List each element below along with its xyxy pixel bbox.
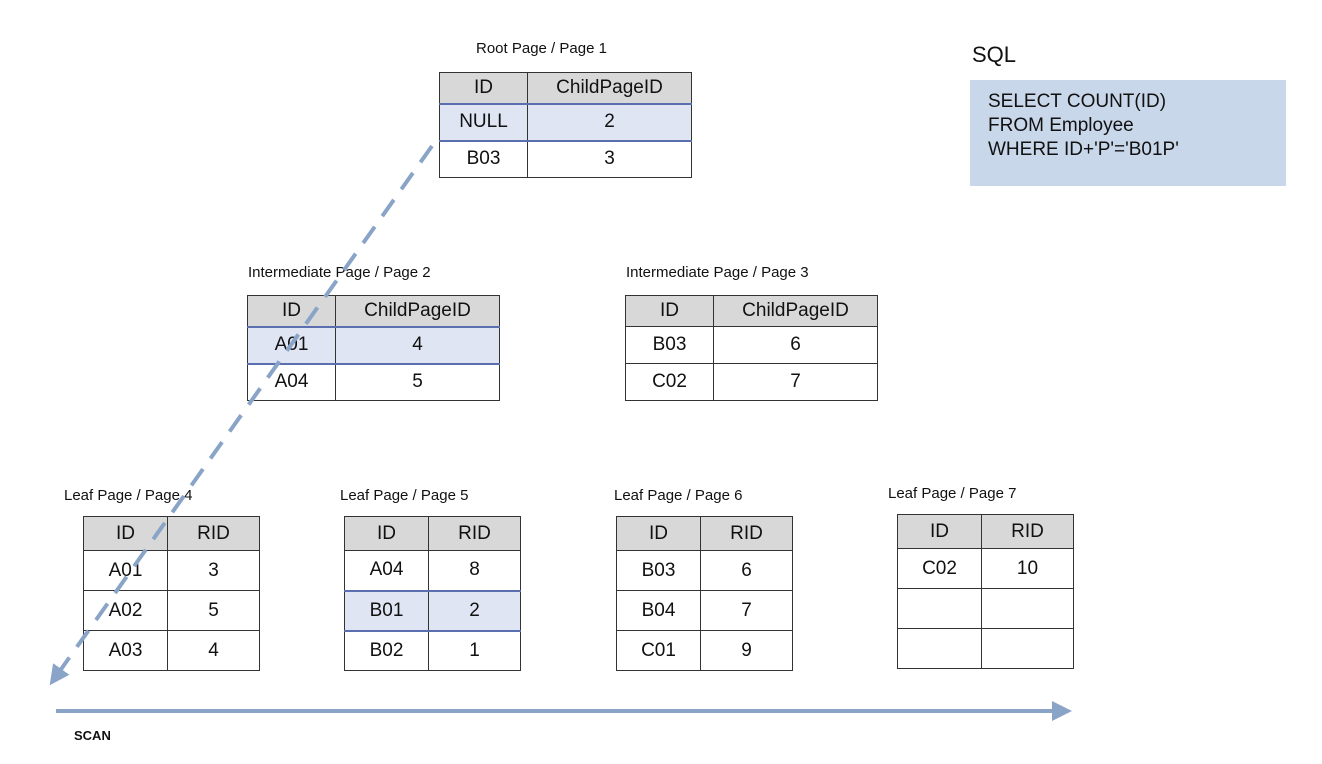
sql-query-box: SELECT COUNT(ID) FROM Employee WHERE ID+… — [970, 80, 1286, 186]
sql-line: FROM Employee — [988, 115, 1134, 136]
column-header: RID — [981, 514, 1074, 549]
page-6-leaf-title: Leaf Page / Page 6 — [614, 487, 743, 504]
id-cell: B03 — [616, 550, 701, 591]
column-header: ID — [247, 295, 336, 327]
page-5-leaf-title: Leaf Page / Page 5 — [340, 487, 469, 504]
pointer-cell: 3 — [167, 550, 260, 591]
sql-line: WHERE ID+'P'='B01P' — [988, 139, 1179, 160]
column-header: ChildPageID — [335, 295, 500, 327]
sql-label: SQL — [972, 42, 1017, 67]
table-row — [897, 628, 1074, 669]
page-4-leaf-title: Leaf Page / Page 4 — [64, 487, 193, 504]
pointer-cell: 6 — [700, 550, 793, 591]
pointer-cell: 5 — [335, 363, 500, 401]
id-cell: A04 — [344, 550, 429, 591]
id-cell: A02 — [83, 590, 168, 631]
id-cell: C01 — [616, 630, 701, 671]
id-cell: A04 — [247, 363, 336, 401]
id-cell: B03 — [439, 140, 528, 178]
highlighted-table-row: A014 — [247, 325, 500, 365]
pointer-cell: 2 — [527, 102, 692, 142]
pointer-cell: 5 — [167, 590, 260, 631]
pointer-cell: 8 — [428, 550, 521, 591]
column-header: ID — [616, 516, 701, 551]
column-header: RID — [428, 516, 521, 551]
pointer-cell: 9 — [700, 630, 793, 671]
id-cell: A03 — [83, 630, 168, 671]
pointer-cell: 6 — [713, 326, 878, 364]
id-cell: A01 — [83, 550, 168, 591]
page-2-intermediate-title: Intermediate Page / Page 2 — [248, 264, 431, 281]
pointer-cell — [981, 628, 1074, 669]
column-header: RID — [167, 516, 260, 551]
pointer-cell — [981, 588, 1074, 629]
scan-label: SCAN — [74, 728, 111, 743]
pointer-cell: 2 — [428, 589, 521, 632]
pointer-cell: 1 — [428, 630, 521, 671]
table-row — [897, 588, 1074, 629]
page-7-leaf-title: Leaf Page / Page 7 — [888, 485, 1017, 502]
pointer-cell: 7 — [713, 363, 878, 401]
id-cell: B03 — [625, 326, 714, 364]
column-header: ChildPageID — [527, 72, 692, 104]
column-header: RID — [700, 516, 793, 551]
pointer-cell: 4 — [167, 630, 260, 671]
sql-line: SELECT COUNT(ID) — [988, 91, 1167, 112]
pointer-cell: 10 — [981, 548, 1074, 589]
column-header: ID — [897, 514, 982, 549]
pointer-cell: 3 — [527, 140, 692, 178]
page-3-intermediate-title: Intermediate Page / Page 3 — [626, 264, 809, 281]
column-header: ID — [344, 516, 429, 551]
pointer-cell: 4 — [335, 325, 500, 365]
id-cell: C02 — [897, 548, 982, 589]
id-cell: B01 — [344, 589, 429, 632]
pointer-cell: 7 — [700, 590, 793, 631]
page-2-intermediate-table: IDChildPageIDA014A045 — [247, 295, 500, 401]
id-cell: B04 — [616, 590, 701, 631]
id-cell — [897, 628, 982, 669]
id-cell: C02 — [625, 363, 714, 401]
id-cell: NULL — [439, 102, 528, 142]
id-cell — [897, 588, 982, 629]
traversal-dashed-arrow — [49, 144, 434, 686]
page-1-root-title: Root Page / Page 1 — [476, 40, 607, 57]
id-cell: A01 — [247, 325, 336, 365]
